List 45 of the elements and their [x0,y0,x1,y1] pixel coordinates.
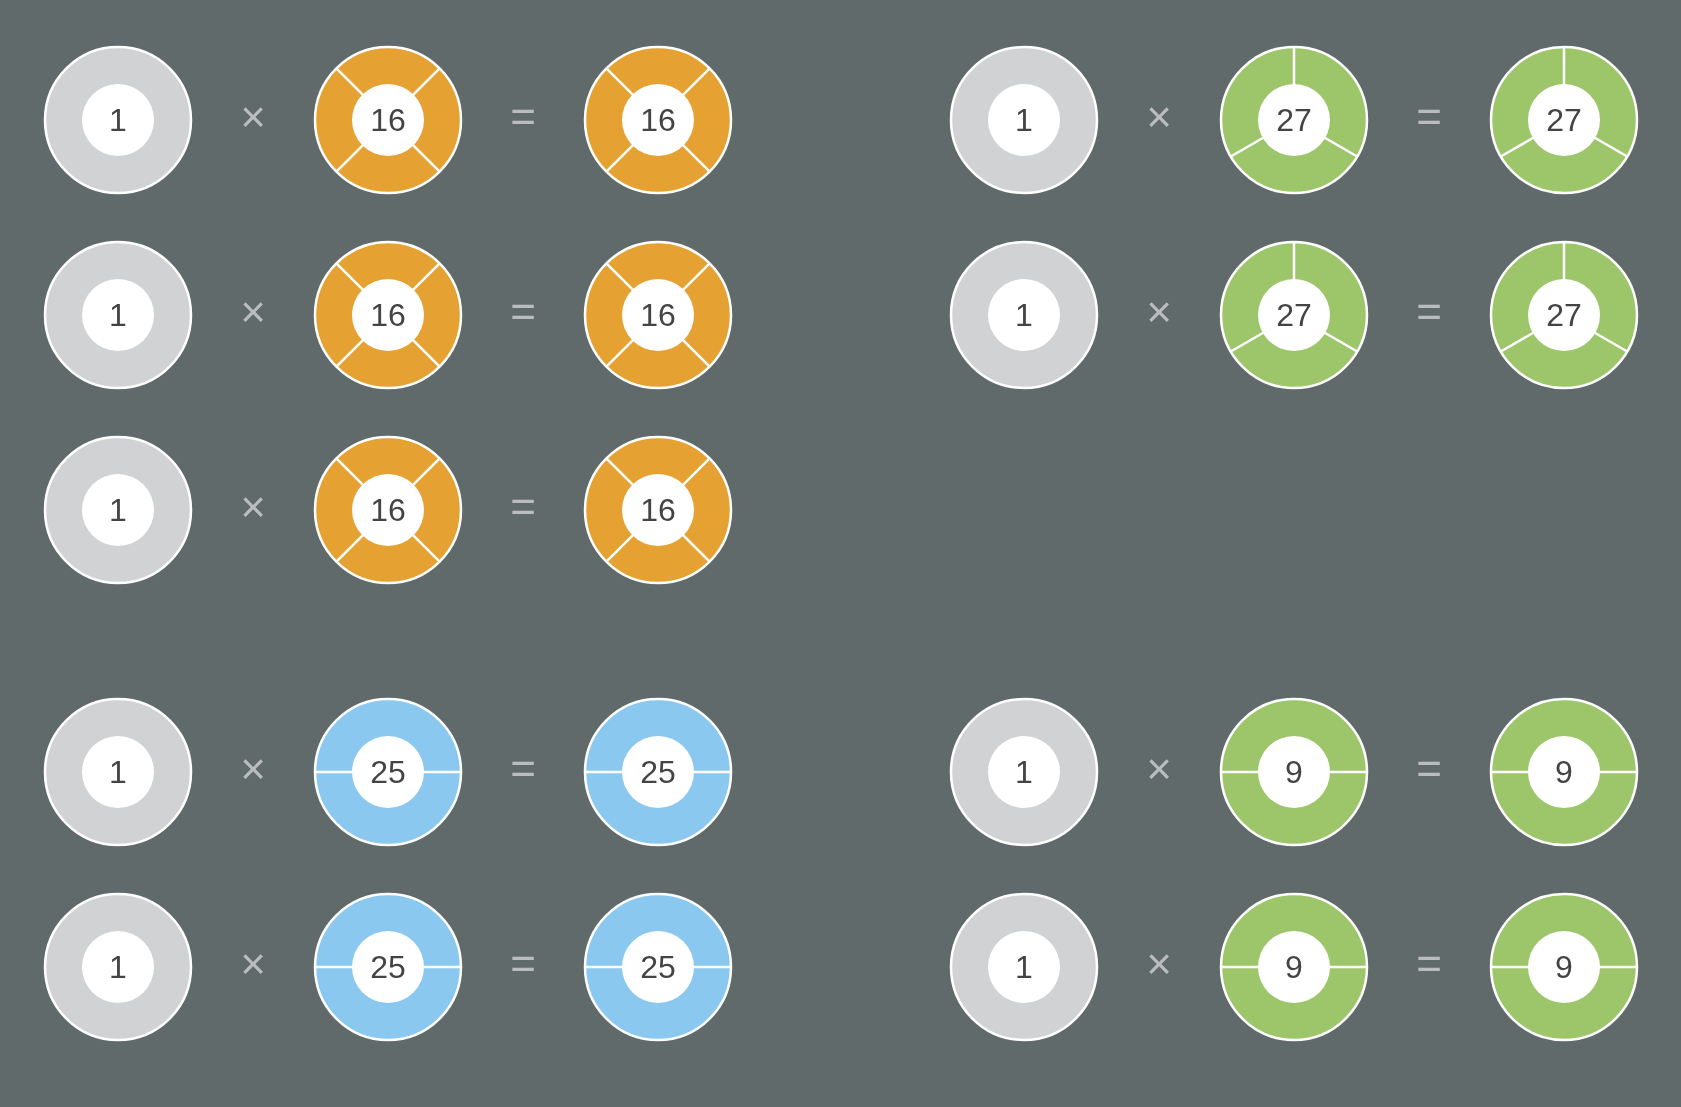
operator-sign: = [1416,747,1442,791]
operator-sign: = [1416,95,1442,139]
number-text: 16 [640,104,676,136]
number-text: 27 [1276,299,1312,331]
operator-sign: × [240,942,266,986]
operator-sign: × [1146,747,1172,791]
number-text: 1 [1015,104,1033,136]
number-text: 25 [370,951,406,983]
operator-sign: × [240,747,266,791]
number-text: 9 [1285,756,1303,788]
number-text: 1 [1015,299,1033,331]
operator-sign: = [510,747,536,791]
number-text: 9 [1555,756,1573,788]
operator-sign: × [1146,942,1172,986]
operator-sign: = [510,485,536,529]
number-text: 16 [640,494,676,526]
operator-sign: = [1416,290,1442,334]
number-text: 16 [370,494,406,526]
operator-sign: × [1146,290,1172,334]
number-text: 16 [640,299,676,331]
number-text: 1 [109,756,127,788]
number-text: 1 [109,299,127,331]
operator-sign: × [240,290,266,334]
number-text: 25 [640,756,676,788]
number-text: 25 [640,951,676,983]
number-text: 1 [1015,756,1033,788]
number-text: 1 [109,951,127,983]
operator-sign: = [510,290,536,334]
number-text: 27 [1546,104,1582,136]
number-text: 1 [109,494,127,526]
number-text: 1 [109,104,127,136]
number-text: 27 [1276,104,1312,136]
number-text: 27 [1546,299,1582,331]
operator-sign: = [510,942,536,986]
operator-sign: × [240,95,266,139]
number-text: 16 [370,299,406,331]
operator-sign: × [240,485,266,529]
number-text: 9 [1285,951,1303,983]
number-text: 9 [1555,951,1573,983]
number-text: 25 [370,756,406,788]
operator-sign: = [510,95,536,139]
number-text: 1 [1015,951,1033,983]
operator-sign: = [1416,942,1442,986]
number-text: 16 [370,104,406,136]
operator-sign: × [1146,95,1172,139]
